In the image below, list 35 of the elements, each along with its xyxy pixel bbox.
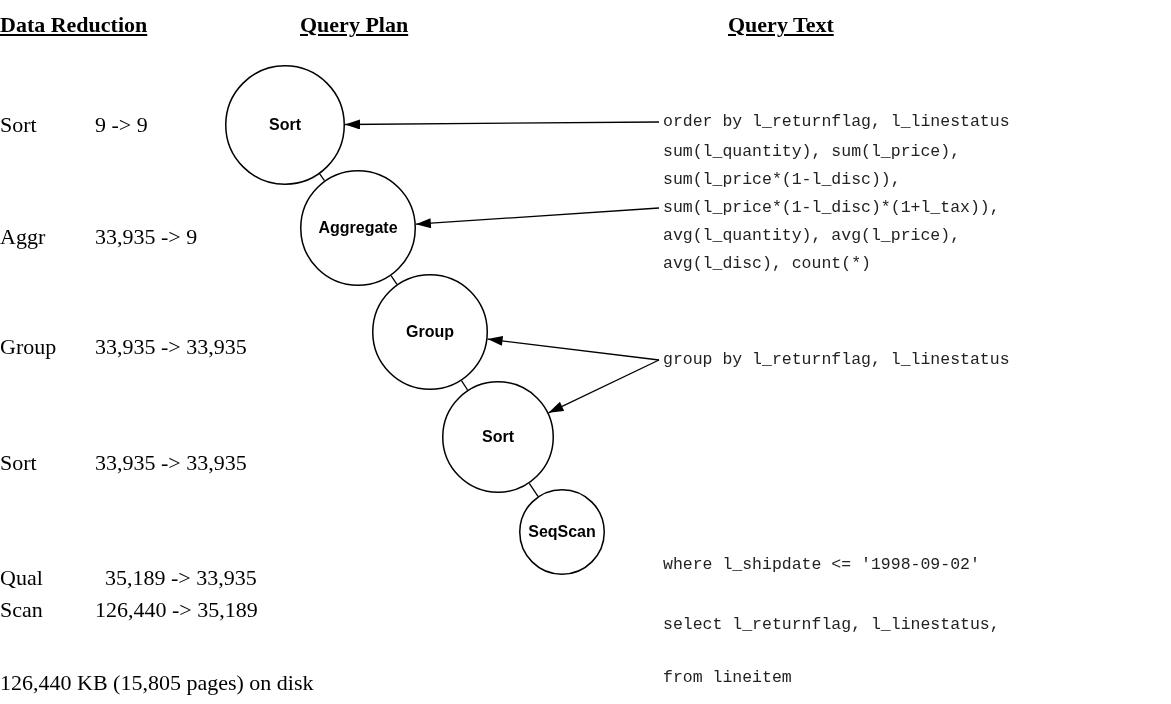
row-count: 33,935 -> 9 xyxy=(95,224,198,250)
arrow xyxy=(344,119,660,130)
operator-name: Aggr xyxy=(0,224,46,250)
query-text: where l_shipdate <= '1998-09-02' xyxy=(663,554,980,576)
operator-label: SeqScan xyxy=(528,523,596,541)
section-heading: Query Text xyxy=(728,12,834,38)
connector-line xyxy=(528,482,539,497)
query-text: sum(l_quantity), sum(l_price), sum(l_price*(1-l_disc)), sum(l_price*(1-l_disc)*(1+l_tax)), avg(l_quantity), avg(l_price), avg(l_disc), count(*) xyxy=(663,138,1010,278)
row-count: 35,189 -> 33,935 xyxy=(105,565,257,591)
row-count: 33,935 -> 33,935 xyxy=(95,450,247,476)
row-count: 126,440 -> 35,189 xyxy=(95,597,258,623)
row-count: 33,935 -> 33,935 xyxy=(95,334,247,360)
query-text: select l_returnflag, l_linestatus, xyxy=(663,614,1000,636)
operator-label: Sort xyxy=(269,116,301,134)
operator-name: Sort xyxy=(0,450,37,476)
operator-name: Group xyxy=(0,334,57,360)
disk-size-note: 126,440 KB (15,805 pages) on disk xyxy=(0,670,314,696)
query-text: group by l_returnflag, l_linestatus xyxy=(663,346,1010,374)
arrow xyxy=(486,335,660,361)
row-count: 9 -> 9 xyxy=(95,112,148,138)
query-text: order by l_returnflag, l_linestatus xyxy=(663,108,1010,136)
operator-name: Scan xyxy=(0,597,43,623)
connector-line xyxy=(390,275,398,285)
query-text: from lineitem xyxy=(663,667,792,689)
operator-name: Qual xyxy=(0,565,43,591)
section-heading: Data Reduction xyxy=(0,12,148,38)
operator-label: Sort xyxy=(482,428,514,446)
operator-name: Sort xyxy=(0,112,37,138)
section-heading: Query Plan xyxy=(300,12,409,38)
arrow xyxy=(547,359,660,414)
operator-label: Group xyxy=(406,323,454,341)
operator-label: Aggregate xyxy=(318,219,398,237)
connector-line xyxy=(319,173,326,182)
connector-line xyxy=(460,380,469,391)
arrow xyxy=(415,207,660,229)
